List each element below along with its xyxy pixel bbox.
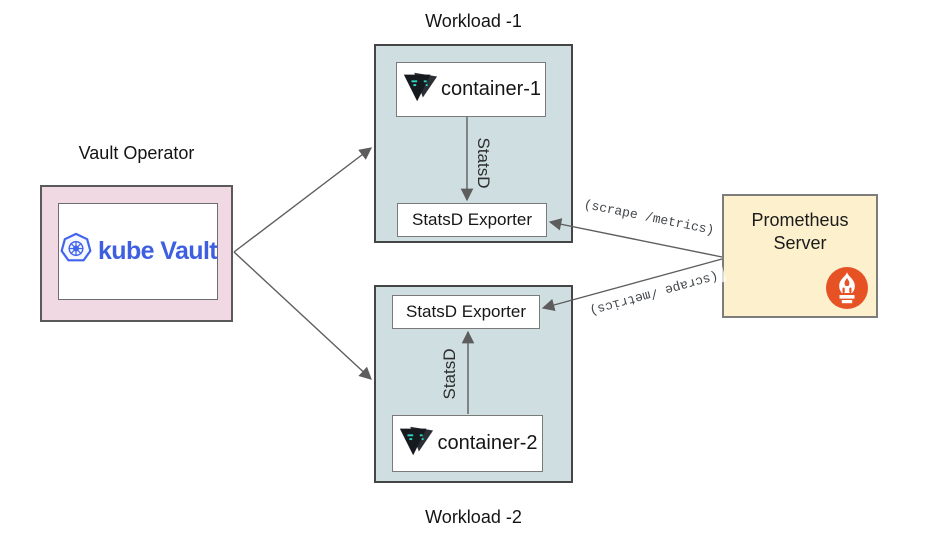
prometheus-server-label: Prometheus Server [751,210,849,253]
container-1-label: container-1 [440,78,542,100]
kubevault-icon [59,232,93,271]
statsd-exporter-1-label: StatsD Exporter [412,210,532,229]
kubevault-logo-text: kube Vault [97,237,218,265]
workload-1-label: Workload -1 [425,11,522,31]
statsd-exporter-2-node: StatsD Exporter [392,295,540,329]
statsd-flow-label-2: StatsD [440,348,459,400]
workload-2-label: Workload -2 [425,507,522,527]
vault-container-icon [397,422,435,466]
prometheus-server-box: Prometheus Server [722,194,878,318]
container-2-node: container-2 [392,415,543,472]
arrow-vault-to-workload2 [233,251,372,380]
statsd-flow-label-1: StatsD [474,137,493,189]
statsd-exporter-2-label: StatsD Exporter [406,302,526,321]
vault-operator-box: kube Vault [40,185,233,322]
scrape-metrics-label-bottom: (scrape /metrics) [581,266,727,321]
container-1-node: container-1 [396,62,546,117]
vault-container-icon [401,68,439,112]
arrow-vault-to-workload1 [233,147,373,253]
prometheus-icon [825,266,869,310]
kubevault-node: kube Vault [58,203,218,300]
scrape-metrics-label-top: (scrape /metrics) [575,195,723,240]
container-2-label: container-2 [437,432,538,454]
statsd-exporter-1-node: StatsD Exporter [397,203,547,237]
vault-operator-label: Vault Operator [78,143,195,163]
